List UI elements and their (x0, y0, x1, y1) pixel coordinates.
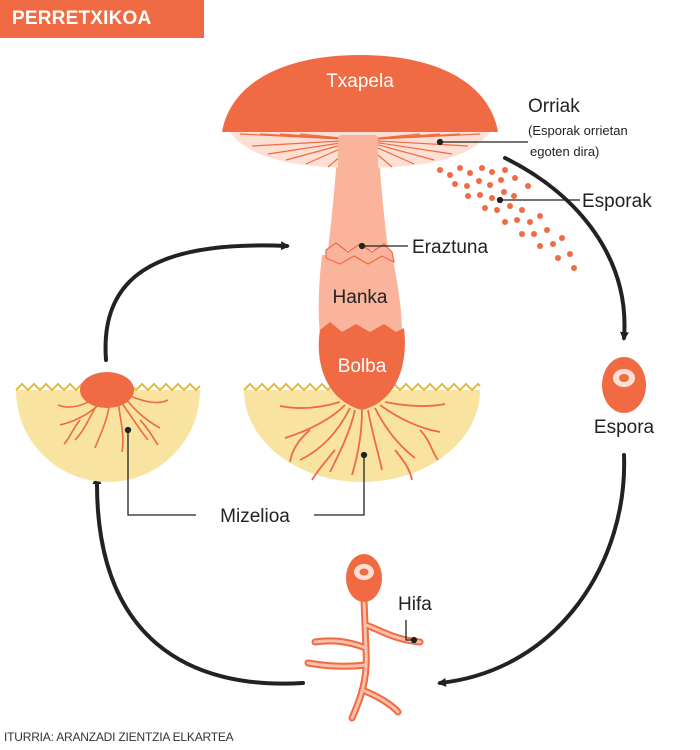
label-eraztuna: Eraztuna (412, 237, 488, 258)
arrow-hypha-to-mycelium (92, 475, 305, 686)
stem-top-cover (338, 135, 378, 175)
released-spores (437, 165, 577, 271)
young-mushroom-primordium (80, 372, 134, 408)
label-orriak-note-line2: egoten dira) (530, 144, 599, 159)
label-hifa: Hifa (398, 594, 432, 615)
label-txapela: Txapela (326, 71, 394, 92)
label-mizelioa: Mizelioa (220, 506, 290, 527)
arrow-spore-to-hypha (437, 453, 627, 687)
page-title: PERRETXIKOA (0, 0, 204, 38)
label-orriak-note-line1: (Esporak orrietan (528, 123, 628, 138)
source-credit: ITURRIA: ARANZADI ZIENTZIA ELKARTEA (4, 730, 234, 744)
mature-mushroom-soil (243, 382, 481, 482)
label-orriak: Orriak (528, 96, 580, 117)
young-mycelium-soil (15, 372, 201, 482)
label-hanka: Hanka (333, 287, 388, 308)
hypha (304, 554, 424, 722)
spore (602, 357, 646, 413)
mushroom (222, 55, 498, 410)
label-espora: Espora (594, 417, 655, 438)
label-bolba: Bolba (338, 356, 387, 377)
leader-lines (124, 138, 580, 644)
mushroom-ring (325, 242, 395, 265)
arrow-mycelium-to-mushroom (103, 241, 290, 362)
mature-mycelium-threads (279, 401, 446, 481)
label-esporak: Esporak (582, 191, 652, 212)
mushroom-stem-lower (318, 255, 402, 335)
cycle-arrows (92, 156, 629, 687)
mushroom-volva (318, 322, 405, 410)
arrow-cap-to-spore (503, 156, 629, 341)
mushroom-cap (222, 55, 498, 132)
